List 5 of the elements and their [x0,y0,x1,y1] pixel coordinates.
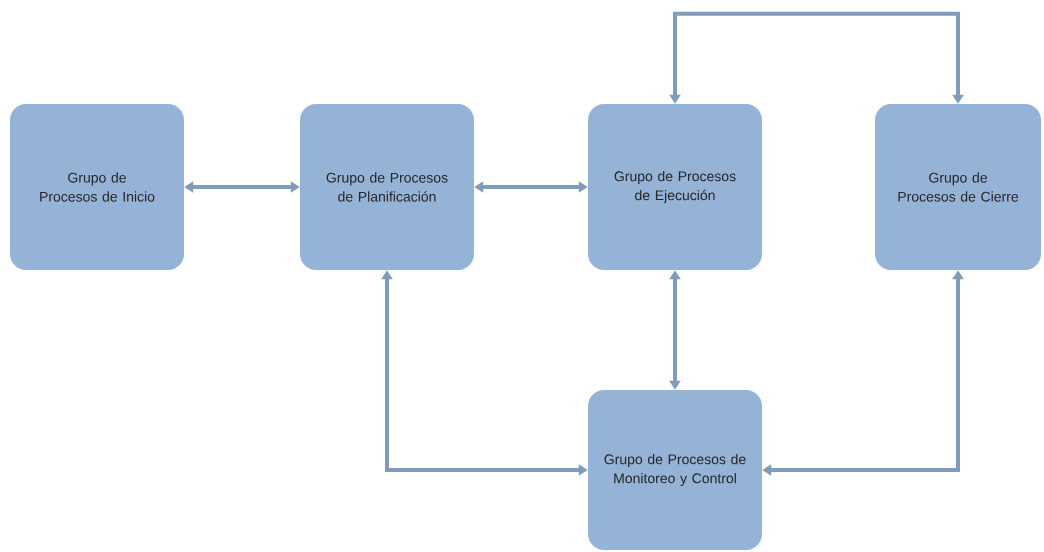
process-box: Grupo de Procesos de Inicio [10,104,184,270]
process-box: Grupo de Procesos de Cierre [875,104,1041,270]
process-box: Grupo de Procesos de Ejecución [588,104,762,270]
process-box: Grupo de Procesos de Planificación [300,104,474,270]
process-box: Grupo de Procesos de Monitoreo y Control [588,390,762,550]
